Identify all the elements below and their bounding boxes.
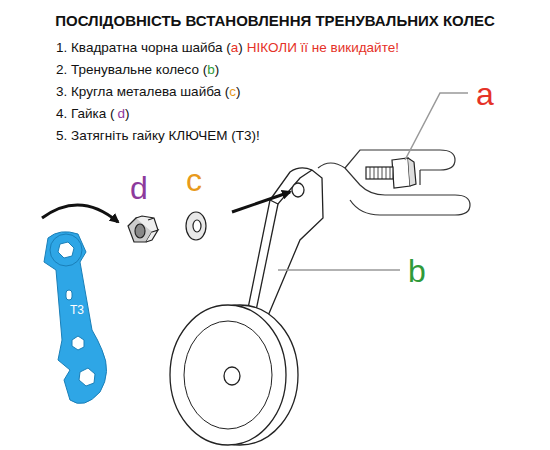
leader-line [405, 93, 468, 160]
instruction-line: 2. Тренувальне колесо (b) [56, 62, 219, 77]
rotation-arrow [42, 205, 118, 222]
instruction-text: 5. Затягніть гайку КЛЮЧЕМ (T3)! [56, 128, 260, 143]
hex-nut [128, 216, 158, 242]
instruction-text: a [231, 40, 239, 55]
instruction-text: 4. Гайка ( [56, 106, 115, 121]
part-letter: a [476, 78, 494, 110]
instruction-text: НІКОЛИ її не викидайте! [247, 40, 399, 55]
instruction-text: 3. Кругла металева шайба ( [56, 84, 229, 99]
instruction-text: ) [125, 106, 130, 121]
instruction-text: d [118, 106, 126, 121]
title: ПОСЛІДОВНІСТЬ ВСТАНОВЛЕННЯ ТРЕНУВАЛЬНИХ … [55, 12, 495, 29]
instruction-text: ) [236, 84, 241, 99]
wrench-label: T3 [70, 304, 84, 316]
part-letter: b [408, 255, 426, 287]
instruction-text: 1. Квадратна чорна шайба ( [56, 40, 231, 55]
wrench [44, 232, 107, 404]
instruction-text: b [207, 62, 215, 77]
bike-frame [318, 150, 470, 215]
part-letter: d [130, 172, 148, 204]
leader-line [278, 269, 400, 271]
instruction-line: 3. Кругла металева шайба (c) [56, 84, 241, 99]
instruction-line: 1. Квадратна чорна шайба (a) НІКОЛИ її не… [56, 40, 399, 55]
instruction-text: ) [215, 62, 220, 77]
instruction-text: c [229, 84, 236, 99]
square-washer [366, 158, 416, 188]
round-washer [186, 212, 206, 240]
insert-arrow [232, 192, 290, 212]
part-letter: c [186, 164, 202, 196]
instruction-line: 4. Гайка (d) [56, 106, 130, 121]
instruction-text: ) [238, 40, 243, 55]
training-wheel [170, 168, 323, 445]
instruction-text: 2. Тренувальне колесо ( [56, 62, 207, 77]
instruction-line: 5. Затягніть гайку КЛЮЧЕМ (T3)! [56, 128, 260, 143]
